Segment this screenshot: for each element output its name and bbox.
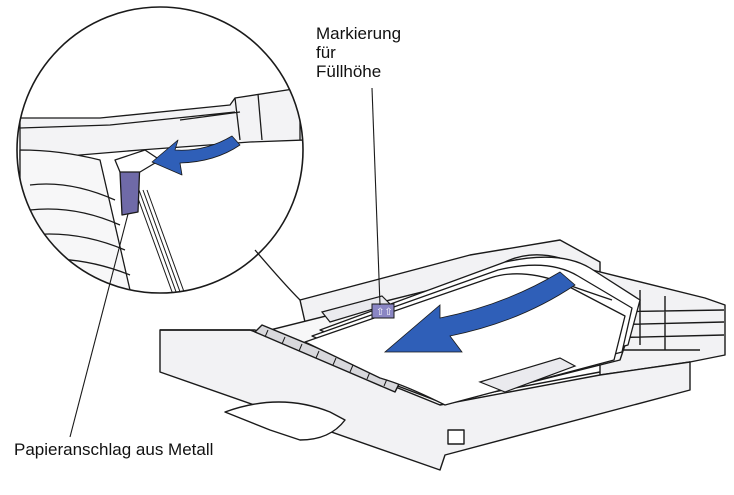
width-guide-right	[478, 357, 577, 393]
tray-latch	[447, 429, 465, 445]
magnified-detail	[16, 6, 304, 294]
up-arrows-icon: ⇧⇧	[376, 307, 393, 318]
leader-metal-stop	[69, 213, 129, 438]
leader-fill-mark	[371, 87, 381, 306]
label-fill-height-mark: Markierung für Füllhöhe	[316, 24, 402, 81]
curved-arrow-push	[151, 135, 241, 176]
magnifier-circle-outline	[16, 6, 304, 294]
metal-stop-top	[114, 149, 161, 173]
zoom-paper-edges	[134, 189, 188, 293]
curved-arrow-load	[383, 271, 576, 353]
magnifier-connector	[254, 249, 301, 301]
tray-handle-cutout	[224, 401, 346, 441]
zoom-wall-edges	[19, 88, 301, 141]
zoom-side-steps	[29, 183, 131, 276]
label-metal-paper-stop: Papieranschlag aus Metall	[14, 440, 214, 459]
fill-height-mark	[371, 303, 395, 319]
tray-roller-ticks	[264, 329, 388, 387]
tray-rail-lines	[599, 290, 725, 351]
